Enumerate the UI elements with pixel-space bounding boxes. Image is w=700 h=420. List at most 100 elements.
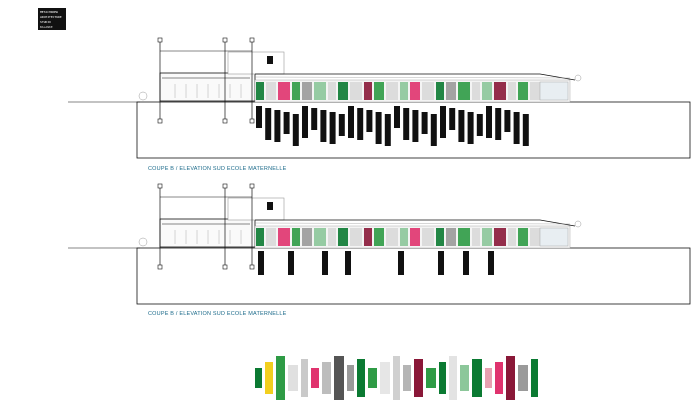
room-tag (421, 112, 428, 134)
axis-head-bottom (249, 264, 255, 270)
tree-symbol (574, 220, 582, 228)
room-tag (345, 251, 351, 275)
dark-opening (267, 202, 273, 210)
axis-head-bottom (222, 264, 228, 270)
axis-head-top (249, 37, 255, 43)
facade-panel (530, 82, 542, 100)
facade-panel (436, 228, 444, 246)
colour-palette-strip (255, 356, 538, 400)
facade-panel (350, 82, 362, 100)
axis-head-top (222, 183, 228, 189)
building-volume-upper (227, 51, 285, 75)
room-tag (504, 110, 511, 132)
facade-panel (256, 82, 264, 100)
room-tag (302, 106, 308, 138)
room-tag (403, 108, 410, 140)
room-tag (488, 251, 494, 275)
facade-panel (518, 82, 528, 100)
palette-swatch (414, 359, 423, 397)
facade-panel (364, 228, 372, 246)
facade-panel (410, 228, 420, 246)
palette-swatch (368, 368, 377, 388)
room-tag (513, 112, 520, 144)
palette-swatch (301, 359, 308, 397)
studio-logo: METACHROMA ARCHITECTURE STUDIO BALANKE (38, 8, 66, 30)
palette-swatch (531, 359, 538, 397)
logo-line-3: STUDIO (40, 20, 51, 24)
room-tag (375, 112, 382, 144)
room-tag (329, 112, 336, 144)
room-tag (288, 251, 294, 275)
room-tag (394, 106, 400, 128)
room-tag (522, 114, 529, 146)
ground-block (136, 247, 691, 305)
logo-line-2: ARCHITECTURE (40, 15, 62, 19)
room-tag (476, 114, 483, 136)
palette-swatch (439, 362, 446, 394)
facade-panel (338, 82, 348, 100)
facade-panel (436, 82, 444, 100)
palette-swatch (506, 356, 515, 400)
palette-swatch (472, 359, 482, 397)
axis-head-top (249, 183, 255, 189)
room-tag (256, 106, 262, 128)
facade-panel (314, 82, 326, 100)
section-elevation-top (68, 37, 691, 159)
facade-panel (302, 82, 312, 100)
room-tag (265, 108, 272, 140)
roof-edge (254, 222, 571, 225)
palette-swatch (403, 365, 411, 391)
room-tag (430, 114, 437, 146)
facade-panel (508, 228, 516, 246)
palette-swatch (288, 365, 298, 391)
facade-panel (472, 228, 480, 246)
facade-panel (328, 228, 336, 246)
facade-panel (350, 228, 362, 246)
palette-swatch (255, 368, 262, 388)
facade-panel (410, 82, 420, 100)
room-tag (398, 251, 404, 275)
roof-edge (254, 76, 571, 79)
axis-head-top (157, 183, 163, 189)
room-tag (292, 114, 299, 146)
end-glazing (539, 81, 569, 101)
facade-panel (374, 228, 384, 246)
palette-swatch (485, 368, 492, 388)
room-tag (274, 110, 281, 142)
facade-panel (400, 82, 408, 100)
facade-panel (472, 82, 480, 100)
section-caption-bottom: COUPE B / ELEVATION SUD ECOLE MATERNELLE (148, 311, 287, 317)
tree-symbol (138, 91, 148, 101)
room-tag (486, 106, 492, 138)
palette-swatch (276, 356, 285, 400)
palette-swatch (380, 362, 390, 394)
end-glazing (539, 227, 569, 247)
palette-swatch (518, 365, 528, 391)
facade-panel (494, 228, 506, 246)
building-volume-left (159, 218, 256, 248)
facade-panel (266, 228, 276, 246)
palette-swatch (265, 362, 273, 394)
room-tag (495, 108, 502, 140)
tree-symbol (574, 74, 582, 82)
facade-panel (458, 228, 470, 246)
facade-panel (302, 228, 312, 246)
palette-swatch (311, 368, 319, 388)
palette-swatch (393, 356, 400, 400)
room-tag (366, 110, 373, 132)
palette-swatch (322, 362, 331, 394)
facade-panel (422, 228, 434, 246)
palette-swatch (347, 365, 354, 391)
facade-panel (292, 228, 300, 246)
building-volume-left (159, 72, 256, 102)
facade-panel (256, 228, 264, 246)
palette-swatch (495, 362, 503, 394)
facade-panel (278, 228, 290, 246)
facade-panel (266, 82, 276, 100)
building-volume-upper (227, 197, 285, 221)
room-tag (467, 112, 474, 144)
room-tag (438, 251, 444, 275)
palette-swatch (426, 368, 436, 388)
logo-accent: BALANKE (40, 25, 53, 29)
